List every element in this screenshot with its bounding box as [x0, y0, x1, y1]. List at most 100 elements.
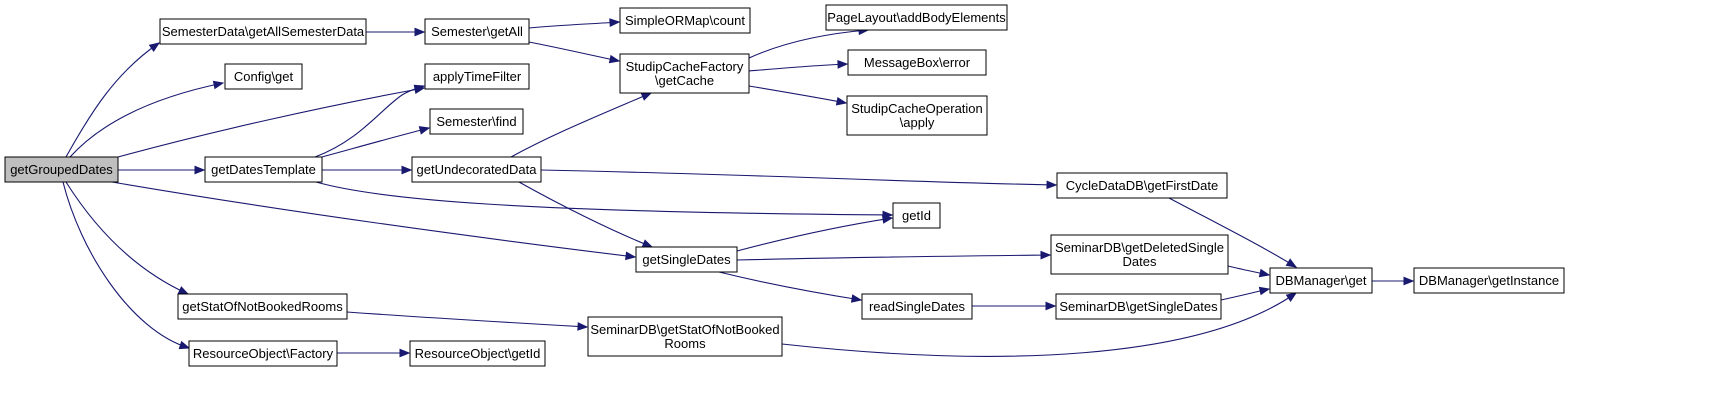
edge-arrowhead	[881, 215, 894, 224]
edge-arrowhead	[1403, 276, 1415, 286]
node-semester-get-all[interactable]: Semester\getAll	[424, 18, 530, 45]
node-box	[424, 18, 530, 45]
edge-arrowhead	[399, 348, 411, 358]
node-cycle-data-db-get-first-date[interactable]: CycleDataDB\getFirstDate	[1056, 172, 1228, 199]
node-get-grouped-dates[interactable]: getGroupedDates	[4, 156, 119, 183]
node-label: MessageBox\error	[864, 55, 971, 70]
node-label: SeminarDB\getDeletedSingle	[1055, 240, 1224, 255]
node-label: DBManager\getInstance	[1419, 273, 1559, 288]
node-resource-object-get-id[interactable]: ResourceObject\getId	[409, 340, 546, 367]
call-graph-edges	[62, 18, 1415, 358]
edge-arrowhead	[177, 286, 190, 295]
edge-arrowhead	[640, 92, 653, 101]
node-label: SemesterData\getAllSemesterData	[162, 24, 365, 39]
edge-arrowhead	[1285, 292, 1298, 302]
edge-get-grouped-dates-to-config-get	[69, 80, 225, 158]
edge-get-grouped-dates-to-get-single-dates	[111, 181, 637, 261]
node-get-undecorated-data[interactable]: getUndecoratedData	[411, 156, 542, 183]
node-config-get[interactable]: Config\get	[224, 63, 303, 90]
node-message-box-error[interactable]: MessageBox\error	[847, 49, 987, 76]
edge-resource-object-factory-to-resource-object-get-id	[337, 348, 411, 358]
node-get-stat-of-not-booked-rooms[interactable]: getStatOfNotBookedRooms	[177, 293, 348, 320]
edge-line	[1168, 197, 1297, 268]
node-label: getUndecoratedData	[417, 162, 538, 177]
node-resource-object-factory[interactable]: ResourceObject\Factory	[188, 340, 338, 367]
edge-line	[748, 85, 847, 104]
node-box	[1056, 172, 1228, 199]
node-label: \apply	[900, 115, 935, 130]
edge-get-dates-template-to-get-id	[315, 181, 894, 220]
node-box	[204, 156, 323, 183]
node-label: applyTimeFilter	[433, 69, 522, 84]
node-seminar-db-get-stat-of-not-booked-rooms[interactable]: SeminarDB\getStatOfNotBookedRooms	[587, 316, 783, 357]
node-get-dates-template[interactable]: getDatesTemplate	[204, 156, 323, 183]
node-semester-find[interactable]: Semester\find	[429, 108, 524, 135]
edge-get-grouped-dates-to-semester-data-get-all	[65, 42, 161, 158]
edge-arrowhead	[577, 322, 589, 331]
node-get-single-dates[interactable]: getSingleDates	[635, 246, 738, 273]
edge-line	[65, 42, 160, 158]
node-box	[1055, 293, 1222, 320]
node-box	[861, 293, 973, 320]
node-label: ResourceObject\Factory	[193, 346, 334, 361]
node-box	[411, 156, 542, 183]
edge-line	[111, 181, 636, 258]
node-box	[847, 49, 987, 76]
node-label: Dates	[1123, 254, 1157, 269]
node-simple-or-map-count[interactable]: SimpleORMap\count	[619, 7, 751, 34]
node-label: DBManager\get	[1275, 273, 1366, 288]
node-box	[177, 293, 348, 320]
edge-get-undecorated-data-to-get-single-dates	[518, 181, 654, 248]
edge-get-single-dates-to-seminar-db-get-deleted-single-dates	[736, 250, 1052, 261]
node-box	[825, 4, 1008, 31]
edge-seminar-db-get-single-dates-to-db-manager-get	[1220, 286, 1271, 301]
node-label: \getCache	[655, 73, 714, 88]
edge-arrowhead	[641, 239, 654, 248]
node-box	[224, 63, 303, 90]
edge-get-dates-template-to-get-undecorated-data	[322, 165, 413, 175]
node-box	[429, 108, 524, 135]
node-label: Semester\find	[436, 114, 516, 129]
node-db-manager-get[interactable]: DBManager\get	[1269, 267, 1373, 294]
edge-line	[314, 85, 425, 158]
node-label: readSingleDates	[869, 299, 966, 314]
edge-line	[528, 41, 620, 62]
edge-line	[62, 181, 190, 349]
edge-line	[69, 82, 224, 158]
edge-seminar-db-get-deleted-single-dates-to-db-manager-get	[1227, 265, 1271, 278]
edge-line	[315, 181, 893, 216]
node-seminar-db-get-single-dates[interactable]: SeminarDB\getSingleDates	[1055, 293, 1222, 320]
node-read-single-dates[interactable]: readSingleDates	[861, 293, 973, 320]
node-box	[424, 63, 530, 90]
node-box	[1413, 267, 1565, 294]
node-box	[846, 95, 988, 136]
edge-read-single-dates-to-seminar-db-get-single-dates	[972, 301, 1057, 311]
node-studip-cache-operation-apply[interactable]: StudipCacheOperation\apply	[846, 95, 988, 136]
edge-get-single-dates-to-read-single-dates	[718, 271, 863, 303]
edge-line	[748, 63, 848, 72]
node-studip-cache-factory-get-cache[interactable]: StudipCacheFactory\getCache	[619, 53, 750, 94]
edge-line	[540, 169, 1057, 186]
edge-arrowhead	[850, 294, 863, 303]
edge-seminar-db-get-stat-of-not-booked-rooms-to-db-manager-get	[781, 292, 1298, 357]
edge-get-grouped-dates-to-resource-object-factory	[62, 181, 191, 350]
edge-line	[748, 29, 869, 59]
node-semester-data-get-all[interactable]: SemesterData\getAllSemesterData	[159, 18, 367, 45]
node-label: SeminarDB\getStatOfNotBooked	[590, 322, 779, 337]
node-db-manager-get-instance[interactable]: DBManager\getInstance	[1413, 267, 1565, 294]
node-apply-time-filter[interactable]: applyTimeFilter	[424, 63, 530, 90]
node-get-id[interactable]: getId	[892, 202, 941, 229]
node-label: getDatesTemplate	[211, 162, 316, 177]
node-box	[4, 156, 119, 183]
edge-db-manager-get-to-db-manager-get-instance	[1372, 276, 1415, 286]
node-label: Config\get	[234, 69, 294, 84]
node-label: StudipCacheFactory	[626, 59, 744, 74]
node-box	[892, 202, 941, 229]
node-box	[587, 316, 783, 357]
edge-line	[736, 254, 1051, 261]
edge-semester-get-all-to-simple-or-map-count	[528, 18, 621, 29]
node-page-layout-add-body-elements[interactable]: PageLayout\addBodyElements	[825, 4, 1008, 31]
node-label: ResourceObject\getId	[415, 346, 541, 361]
node-label: getGroupedDates	[10, 162, 113, 177]
